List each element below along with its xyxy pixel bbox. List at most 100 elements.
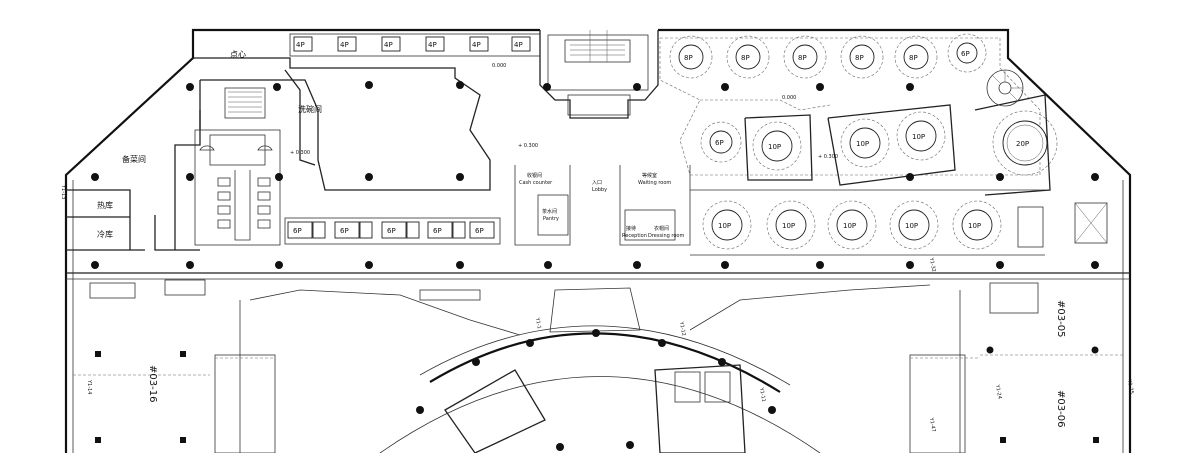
booth-label: 6P [387, 227, 396, 235]
booth-6p: 6P [334, 221, 360, 239]
room-label-pantry-cn: 茶水间 [542, 208, 557, 215]
booth-4p: 4P [511, 36, 531, 52]
column [906, 173, 914, 181]
column [1091, 346, 1099, 354]
central-core [514, 30, 691, 246]
level-mark: 0.000 [492, 63, 506, 69]
column [186, 173, 194, 181]
room-label-cold-store: 冷库 [97, 229, 113, 239]
table-label: 10P [968, 222, 981, 230]
booth-4p: 4P [381, 36, 401, 52]
grid-mark: Y1-24 [994, 383, 1003, 399]
column [544, 261, 552, 269]
table-label: 10P [856, 140, 869, 148]
round-table: 8P [669, 35, 713, 79]
grid-mark: Y1-25 [1126, 378, 1135, 394]
room-label-cashier-cn: 收银间 [527, 172, 542, 179]
table-label: 8P [855, 54, 864, 62]
column [906, 83, 914, 91]
column [91, 173, 99, 181]
grid-mark: Y1-1 [534, 316, 542, 329]
column [275, 173, 283, 181]
table-label: 10P [768, 143, 781, 151]
booths-6p: 6P 6P 6P 6P 6P [284, 217, 501, 245]
room-label-cashier-en: Cash counter [519, 180, 553, 186]
booth-4p: 4P [293, 36, 313, 52]
room-label-waiting-en: Waiting room [638, 180, 671, 186]
column [526, 339, 534, 347]
level-mark: + 0.300 [290, 150, 310, 156]
grid-mark: Y1-13 [60, 184, 66, 199]
room-label-dim-sum: 点心 [230, 50, 246, 59]
booth-label: 4P [428, 41, 437, 49]
round-table: 10P [840, 118, 890, 168]
booth-6p: 6P [381, 221, 407, 239]
column [633, 261, 641, 269]
column [658, 339, 666, 347]
table-label: 8P [684, 54, 693, 62]
column [556, 443, 564, 451]
column [718, 358, 726, 366]
column [996, 261, 1004, 269]
booth-6p [452, 221, 466, 239]
booth-label: 4P [296, 41, 305, 49]
room-label-waiting-cn: 等候室 [642, 172, 657, 179]
column [91, 261, 99, 269]
mall-atrium [73, 279, 1123, 453]
round-tables-top: 8P 8P 8P 8P 8P 6P [669, 33, 987, 79]
column [721, 83, 729, 91]
room-label-prep: 备菜间 [122, 154, 146, 164]
room-label-lobby-en: Lobby [592, 187, 607, 193]
level-marks: 0.000 + 0.300 0.000 + 0.300 + 0.300 [290, 63, 838, 160]
column [456, 261, 464, 269]
grid-mark: Y1-11 [758, 386, 767, 402]
round-table: 10P [766, 200, 816, 250]
table-label: 8P [909, 54, 918, 62]
column [456, 81, 464, 89]
grid-mark: Y1-32 [928, 256, 937, 272]
room-label-hot-store: 热库 [97, 200, 113, 210]
column [186, 261, 194, 269]
round-tables-bottom: 10P 10P 10P 10P 10P [702, 200, 1002, 250]
booth-label: 4P [384, 41, 393, 49]
booth-6p: 6P [287, 221, 313, 239]
column [1091, 173, 1099, 181]
level-mark: 0.000 [782, 95, 796, 101]
table-label: 8P [798, 54, 807, 62]
booth-6p: 6P [469, 221, 495, 239]
round-table: 8P [783, 35, 827, 79]
column [768, 406, 776, 414]
round-table: 8P [726, 35, 770, 79]
round-table: 10P [752, 121, 802, 171]
column [273, 83, 281, 91]
round-table: 6P [947, 33, 987, 73]
booth-6p [406, 221, 420, 239]
level-mark: + 0.300 [518, 143, 538, 149]
column [365, 81, 373, 89]
grid-mark: Y1-12 [678, 320, 687, 336]
dining-zone [659, 37, 1108, 256]
booth-label: 4P [514, 41, 523, 49]
column [1091, 261, 1099, 269]
booth-label: 6P [433, 227, 442, 235]
room-label-dressing-cn: 衣帽间 [654, 225, 669, 232]
structural-columns [91, 81, 1099, 451]
table-label: 10P [782, 222, 795, 230]
unit-labels: #03-16 #03-05 #03-06 [147, 300, 1066, 427]
round-table: 10P [952, 200, 1002, 250]
column [816, 261, 824, 269]
column [626, 441, 634, 449]
unit-label-0305: #03-05 [1055, 300, 1066, 337]
column [996, 173, 1004, 181]
grid-mark: Y1-14 [86, 379, 92, 394]
table-label: 10P [912, 133, 925, 141]
table-label: 10P [843, 222, 856, 230]
grid-marks: Y1-13 Y1-14 Y1-1 Y1-12 Y1-11 Y1-32 Y1-24… [60, 184, 1134, 433]
round-table: 6P [700, 121, 742, 163]
booth-4p: 4P [337, 36, 357, 52]
booth-6p: 6P [427, 221, 453, 239]
round-table: 20P [992, 110, 1058, 176]
table-label: 10P [905, 222, 918, 230]
